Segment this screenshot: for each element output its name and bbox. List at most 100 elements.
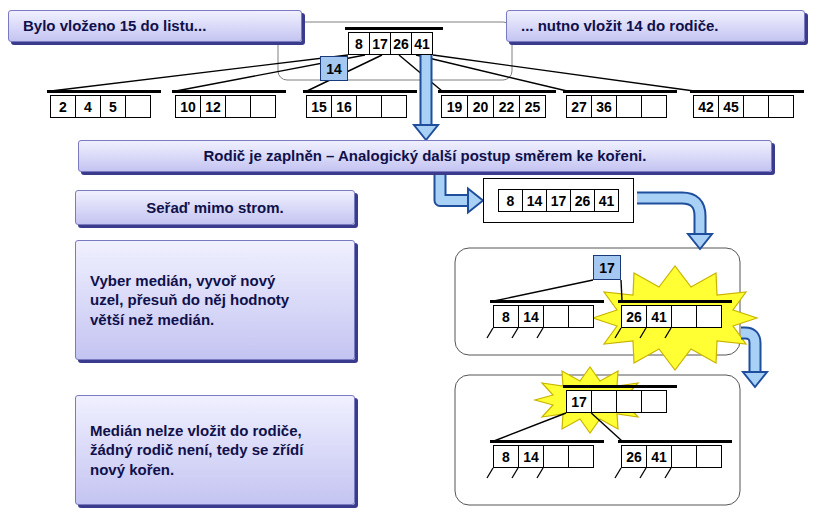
- callout-text: Seřaď mimo strom.: [146, 198, 284, 218]
- key-cell: 4: [75, 95, 101, 118]
- key-cell: 8: [348, 32, 370, 55]
- key-cell: 17: [546, 189, 571, 212]
- link-line: [307, 55, 382, 91]
- arrow-body: [637, 198, 700, 234]
- key-value: 26: [626, 309, 642, 325]
- pointer-stub: [512, 328, 518, 338]
- pointer-stub: [537, 468, 543, 478]
- arrow-head: [414, 125, 438, 140]
- key-cell: 42: [693, 95, 719, 118]
- arrow-body: [637, 198, 700, 234]
- key-cell: 19: [441, 95, 468, 118]
- tree-link: [494, 280, 593, 301]
- leaf-node: 2736: [563, 90, 677, 118]
- arrow-body: [422, 55, 431, 126]
- key-value: 45: [723, 99, 739, 115]
- key-value: 22: [499, 99, 515, 115]
- step-callout: Medián nelze vložit do rodiče, žádný rod…: [75, 395, 355, 505]
- arrow-body: [420, 55, 433, 126]
- link-line: [176, 55, 365, 91]
- pointer-stub: [665, 468, 671, 478]
- key-value: 17: [599, 260, 615, 276]
- root-node: 8172641: [345, 27, 443, 55]
- empty-cell: [250, 95, 276, 118]
- link-line: [433, 55, 694, 91]
- link-line: [416, 55, 567, 91]
- key-cell: 5: [100, 95, 126, 118]
- inserted-key: 14: [320, 56, 348, 81]
- key-value: 20: [473, 99, 489, 115]
- stub-lines: [487, 328, 671, 478]
- key-value: 5: [109, 99, 117, 115]
- arrow-head: [468, 189, 483, 213]
- callout-text: Vyber medián, vyvoř nový uzel, přesuň do…: [90, 271, 305, 330]
- key-cell: 26: [621, 305, 647, 328]
- starburst: [535, 367, 645, 433]
- key-value: 25: [525, 99, 541, 115]
- key-cell: 17: [566, 390, 592, 413]
- key-value: 19: [447, 99, 463, 115]
- key-value: 14: [523, 309, 539, 325]
- link-line: [591, 413, 622, 441]
- key-cell: 8: [493, 305, 519, 328]
- key-value: 8: [502, 309, 510, 325]
- sorted-keys: 814172641: [483, 178, 634, 223]
- key-value: 12: [205, 99, 221, 115]
- key-value: 8: [502, 449, 510, 465]
- split-node: 2641: [618, 440, 732, 468]
- pointer-stub: [615, 328, 621, 338]
- empty-cell: [568, 445, 594, 468]
- starburst: [593, 266, 757, 370]
- key-cell: 17: [369, 32, 391, 55]
- key-value: 41: [599, 193, 615, 209]
- arrow-head: [743, 372, 767, 387]
- tree-link: [51, 55, 348, 91]
- empty-cell: [381, 95, 407, 118]
- empty-cell: [591, 390, 617, 413]
- empty-cell: [543, 445, 569, 468]
- step-panel: [455, 375, 740, 505]
- empty-cell: [616, 390, 642, 413]
- empty-cell: [568, 305, 594, 328]
- new-root-node: 17: [563, 385, 677, 413]
- key-cell: 10: [175, 95, 201, 118]
- key-value: 8: [507, 193, 515, 209]
- leaf-node: 4245: [690, 90, 804, 118]
- callout-text: ... nutno vložit 14 do rodiče.: [521, 16, 719, 36]
- step-callout: Seřaď mimo strom.: [75, 190, 355, 225]
- empty-cell: [616, 95, 642, 118]
- arrow-body: [741, 333, 755, 372]
- key-value: 17: [551, 193, 567, 209]
- key-cell: 41: [411, 32, 433, 55]
- arrow-head: [688, 234, 712, 249]
- flow-arrow: [637, 198, 712, 249]
- key-cell: 20: [467, 95, 494, 118]
- key-value: 41: [651, 309, 667, 325]
- key-value: 41: [414, 36, 430, 52]
- status-band: Rodič je zaplněn – Analogický další post…: [78, 140, 772, 172]
- empty-cell: [641, 390, 667, 413]
- key-cell: 15: [306, 95, 332, 118]
- key-cell: 25: [519, 95, 546, 118]
- leaf-node: 245: [47, 90, 161, 118]
- key-cell: 8: [493, 445, 519, 468]
- key-value: 14: [523, 449, 539, 465]
- key-cell: 41: [646, 445, 672, 468]
- leaf-node: 19 20 22 25: [438, 90, 556, 118]
- arrow-body: [741, 333, 755, 372]
- callout-text: Bylo vloženo 15 do listu...: [23, 16, 206, 36]
- key-cell: 16: [331, 95, 357, 118]
- leaf-node: 10 12: [172, 90, 286, 118]
- pointer-stub: [615, 468, 621, 478]
- split-node: 8 14: [490, 440, 604, 468]
- key-cell: 45: [718, 95, 744, 118]
- pointer-stub: [665, 328, 671, 338]
- pointer-stub: [640, 468, 646, 478]
- empty-cell: [125, 95, 151, 118]
- leaf-node: 1516: [303, 90, 417, 118]
- key-value: 10: [180, 99, 196, 115]
- key-cell: 2: [50, 95, 76, 118]
- flow-arrow: [741, 333, 767, 387]
- key-value: 17: [571, 394, 587, 410]
- key-value: 15: [311, 99, 327, 115]
